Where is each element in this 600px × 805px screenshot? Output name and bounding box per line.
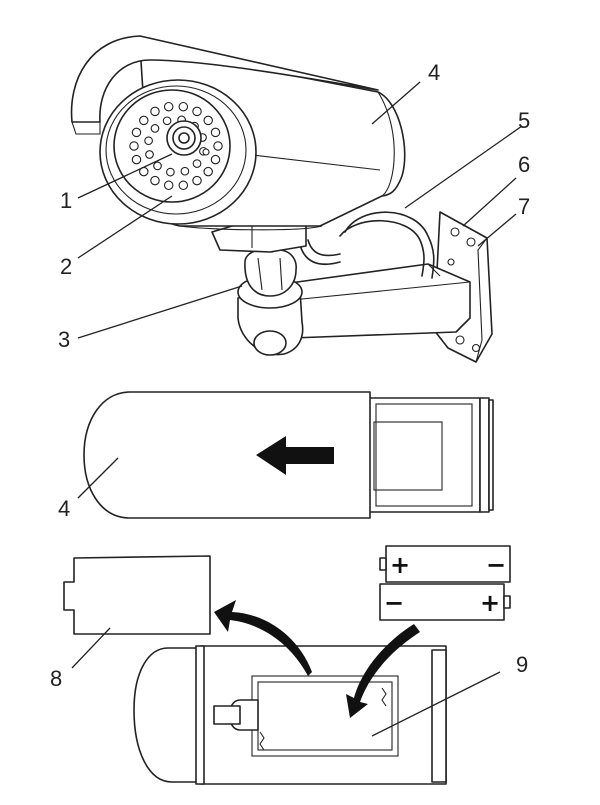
ir-led <box>153 161 162 171</box>
camera-illustration <box>70 35 493 363</box>
callout-4-mid: 4 <box>58 496 70 521</box>
ir-led <box>203 115 213 126</box>
ir-led <box>129 141 139 151</box>
ir-led <box>163 101 174 112</box>
inner-frame <box>367 397 494 513</box>
battery-compartment-door <box>63 555 211 635</box>
callout-4-top: 4 <box>428 60 440 85</box>
battery-installation-illustration: + − − + <box>63 545 511 785</box>
ir-led <box>178 180 189 191</box>
indicator-light <box>202 148 210 156</box>
ir-led <box>192 159 202 168</box>
ir-led <box>210 127 221 138</box>
ir-led <box>178 101 189 112</box>
slide-direction-arrow-icon <box>256 436 334 475</box>
callout-2: 2 <box>60 254 72 279</box>
ir-led-array <box>129 101 223 191</box>
battery-lower-negative-sign: − <box>384 589 404 617</box>
swivel-joint <box>211 219 307 356</box>
ir-led <box>139 115 149 126</box>
ir-led <box>162 116 172 126</box>
mounting-arm <box>289 263 471 339</box>
callout-1: 1 <box>60 188 72 213</box>
door-removal-arrow-icon <box>214 600 312 676</box>
ir-led <box>213 141 223 151</box>
callout-7: 7 <box>518 194 530 219</box>
battery-upper-negative-sign: − <box>486 551 506 579</box>
ir-led <box>145 150 154 159</box>
housing-cover <box>83 391 371 519</box>
ir-led <box>210 154 221 165</box>
battery-lower-positive-sign: + <box>480 589 500 617</box>
callout-5: 5 <box>518 108 530 133</box>
ir-led <box>203 166 213 177</box>
ir-led <box>163 180 174 191</box>
battery-insert-arrow-icon <box>346 624 420 718</box>
ir-led <box>131 127 142 138</box>
ir-led <box>150 175 160 186</box>
sun-shield <box>70 35 379 135</box>
battery-upper-positive-sign: + <box>390 551 410 579</box>
battery-lower: − + <box>379 583 511 621</box>
lens <box>166 120 202 156</box>
callout-3: 3 <box>58 327 70 352</box>
ir-led <box>131 154 142 165</box>
ir-led <box>150 124 160 133</box>
open-housing <box>133 645 447 785</box>
ir-led <box>150 106 160 117</box>
cable <box>299 211 435 279</box>
leader-lines-top <box>77 81 523 339</box>
ir-led <box>144 136 153 146</box>
ir-led <box>166 167 175 177</box>
ir-led <box>180 166 190 176</box>
ir-led <box>192 175 202 186</box>
cover-removal-illustration <box>77 391 494 519</box>
callout-8: 8 <box>50 666 62 691</box>
battery-upper: + − <box>379 545 511 583</box>
callout-6: 6 <box>518 152 530 177</box>
ir-led <box>192 106 202 117</box>
callout-9: 9 <box>516 652 528 677</box>
